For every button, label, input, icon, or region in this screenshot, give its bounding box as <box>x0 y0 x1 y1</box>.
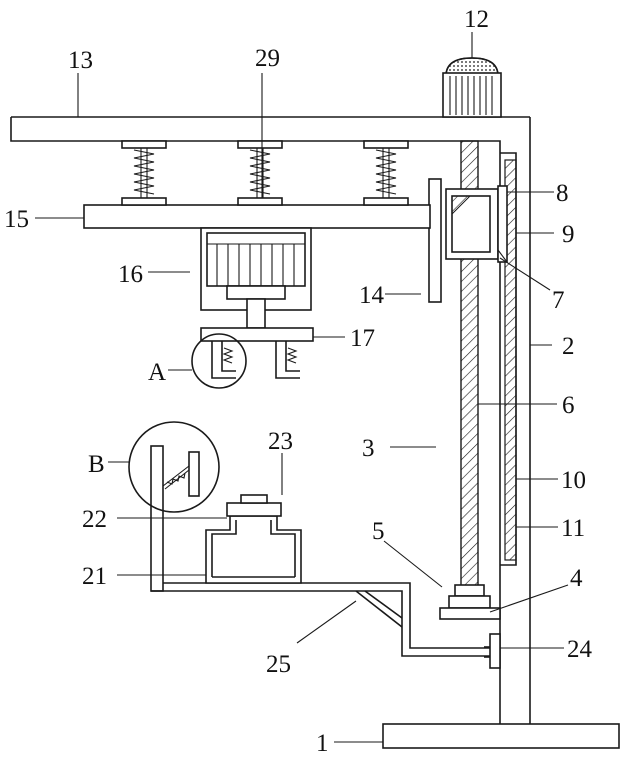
label-1: 1 <box>316 730 329 757</box>
label-b: B <box>88 451 105 478</box>
label-29: 29 <box>255 45 280 72</box>
label-2: 2 <box>562 333 575 360</box>
label-5: 5 <box>372 518 385 545</box>
spring-group <box>122 141 408 205</box>
clamp-plate <box>201 328 313 378</box>
label-21: 21 <box>82 563 107 590</box>
slider-block <box>446 186 507 262</box>
vertical-plate <box>429 179 441 302</box>
lower-motor <box>201 228 311 328</box>
label-15: 15 <box>4 206 29 233</box>
label-a: A <box>148 359 166 386</box>
detail-circle-b <box>129 422 219 512</box>
horizontal-arm <box>84 205 430 228</box>
label-25: 25 <box>266 651 291 678</box>
label-24: 24 <box>567 636 593 663</box>
label-23: 23 <box>268 428 293 455</box>
valve <box>484 634 500 668</box>
label-16: 16 <box>118 261 143 288</box>
label-4: 4 <box>570 565 583 592</box>
label-7: 7 <box>552 287 565 314</box>
container-bottle <box>206 495 301 583</box>
top-motor <box>443 58 501 117</box>
bearing-seat <box>440 585 500 619</box>
base-plate <box>383 724 619 748</box>
label-10: 10 <box>561 467 586 494</box>
label-22: 22 <box>82 506 107 533</box>
collection-frame <box>151 446 490 656</box>
leader-lines <box>35 32 568 742</box>
label-17: 17 <box>350 325 375 352</box>
label-9: 9 <box>562 221 575 248</box>
label-14: 14 <box>359 282 385 309</box>
label-12: 12 <box>464 6 489 33</box>
part-labels: 13 29 12 15 16 14 A 17 B 23 22 21 25 3 5… <box>4 6 593 757</box>
label-8: 8 <box>556 180 569 207</box>
label-6: 6 <box>562 392 575 419</box>
label-13: 13 <box>68 47 93 74</box>
label-3: 3 <box>362 435 375 462</box>
label-11: 11 <box>561 515 585 542</box>
detail-circle-a <box>192 334 246 388</box>
